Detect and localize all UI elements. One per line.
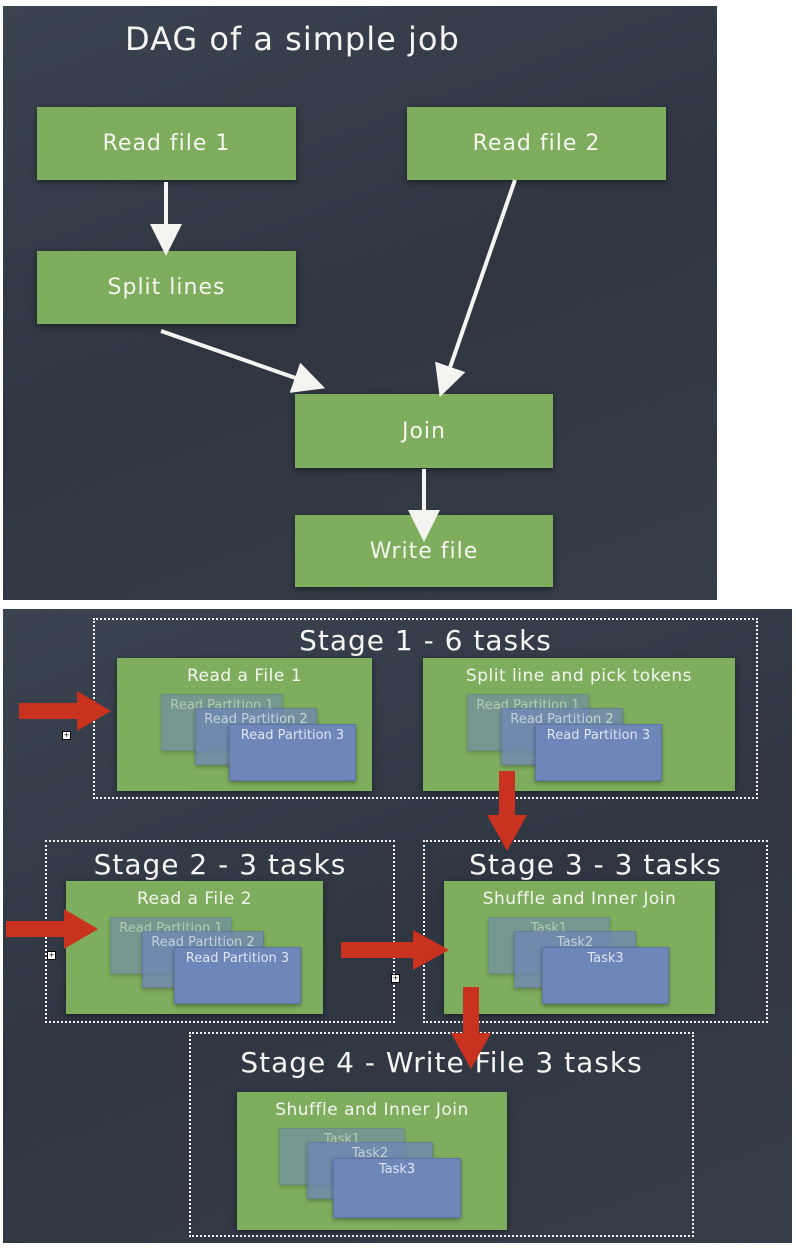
stage-4-join-box: Shuffle and Inner Join Task1 Task2 Task3 [237, 1092, 507, 1230]
plus-marker: + [62, 731, 71, 740]
stage-1-read-file-title: Read a File 1 [186, 666, 303, 686]
task-card: Task3 [333, 1158, 461, 1218]
stage-2-title: Stage 2 - 3 tasks [93, 848, 347, 881]
arrow-stage-1-to-3 [487, 771, 527, 851]
arrow-into-stage-2 [6, 909, 98, 949]
node-split-lines: Split lines [37, 251, 296, 324]
plus-marker: + [47, 951, 56, 960]
stage-1-split-title: Split line and pick tokens [465, 666, 693, 686]
arrow-into-stage-1 [19, 691, 111, 731]
plus-marker: + [391, 974, 400, 983]
stage-4-join-title: Shuffle and Inner Join [275, 1100, 469, 1120]
stage-4-title: Stage 4 - Write File 3 tasks [240, 1046, 643, 1079]
task-card: Task3 [542, 947, 669, 1004]
stage-3-join-box: Shuffle and Inner Join Task1 Task2 Task3 [444, 881, 715, 1014]
stage-2-read-file-title: Read a File 2 [136, 889, 253, 909]
arrow-stage-2-to-3 [341, 930, 449, 970]
stage-1-split-box: Split line and pick tokens Read Partitio… [423, 658, 735, 791]
node-read-file-1-label: Read file 1 [102, 131, 231, 156]
node-read-file-1: Read file 1 [37, 107, 296, 180]
stage-1-read-file-box: Read a File 1 Read Partition 1 Read Part… [117, 658, 372, 791]
node-split-lines-label: Split lines [107, 275, 226, 300]
stage-3-join-title: Shuffle and Inner Join [482, 889, 677, 909]
dag-board: DAG of a simple job Read file 1 Read fil… [3, 6, 717, 600]
arrow-stage-3-to-4 [451, 987, 491, 1069]
stage-2-read-file-box: Read a File 2 Read Partition 1 Read Part… [66, 881, 323, 1014]
stage-3: Stage 3 - 3 tasks Shuffle and Inner Join… [423, 840, 768, 1023]
node-join-label: Join [401, 418, 446, 444]
partition-card: Read Partition 3 [229, 724, 356, 781]
node-write-file-label: Write file [369, 538, 479, 564]
node-read-file-2: Read file 2 [407, 107, 666, 180]
edge-split-join [160, 329, 326, 393]
stage-1-title: Stage 1 - 6 tasks [299, 624, 552, 657]
partition-card: Read Partition 3 [535, 724, 662, 781]
partition-card: Read Partition 3 [174, 947, 301, 1004]
stage-3-title: Stage 3 - 3 tasks [469, 848, 722, 881]
dag-edges [150, 179, 517, 542]
stage-4: Stage 4 - Write File 3 tasks Shuffle and… [189, 1032, 694, 1237]
node-read-file-2-label: Read file 2 [472, 131, 601, 156]
dag-title: DAG of a simple job [125, 20, 460, 58]
node-join: Join [295, 394, 553, 468]
stages-board: Stage 1 - 6 tasks Read a File 1 Read Par… [3, 609, 792, 1243]
edge-read2-join [435, 179, 517, 398]
stage-1: Stage 1 - 6 tasks Read a File 1 Read Par… [93, 618, 758, 799]
